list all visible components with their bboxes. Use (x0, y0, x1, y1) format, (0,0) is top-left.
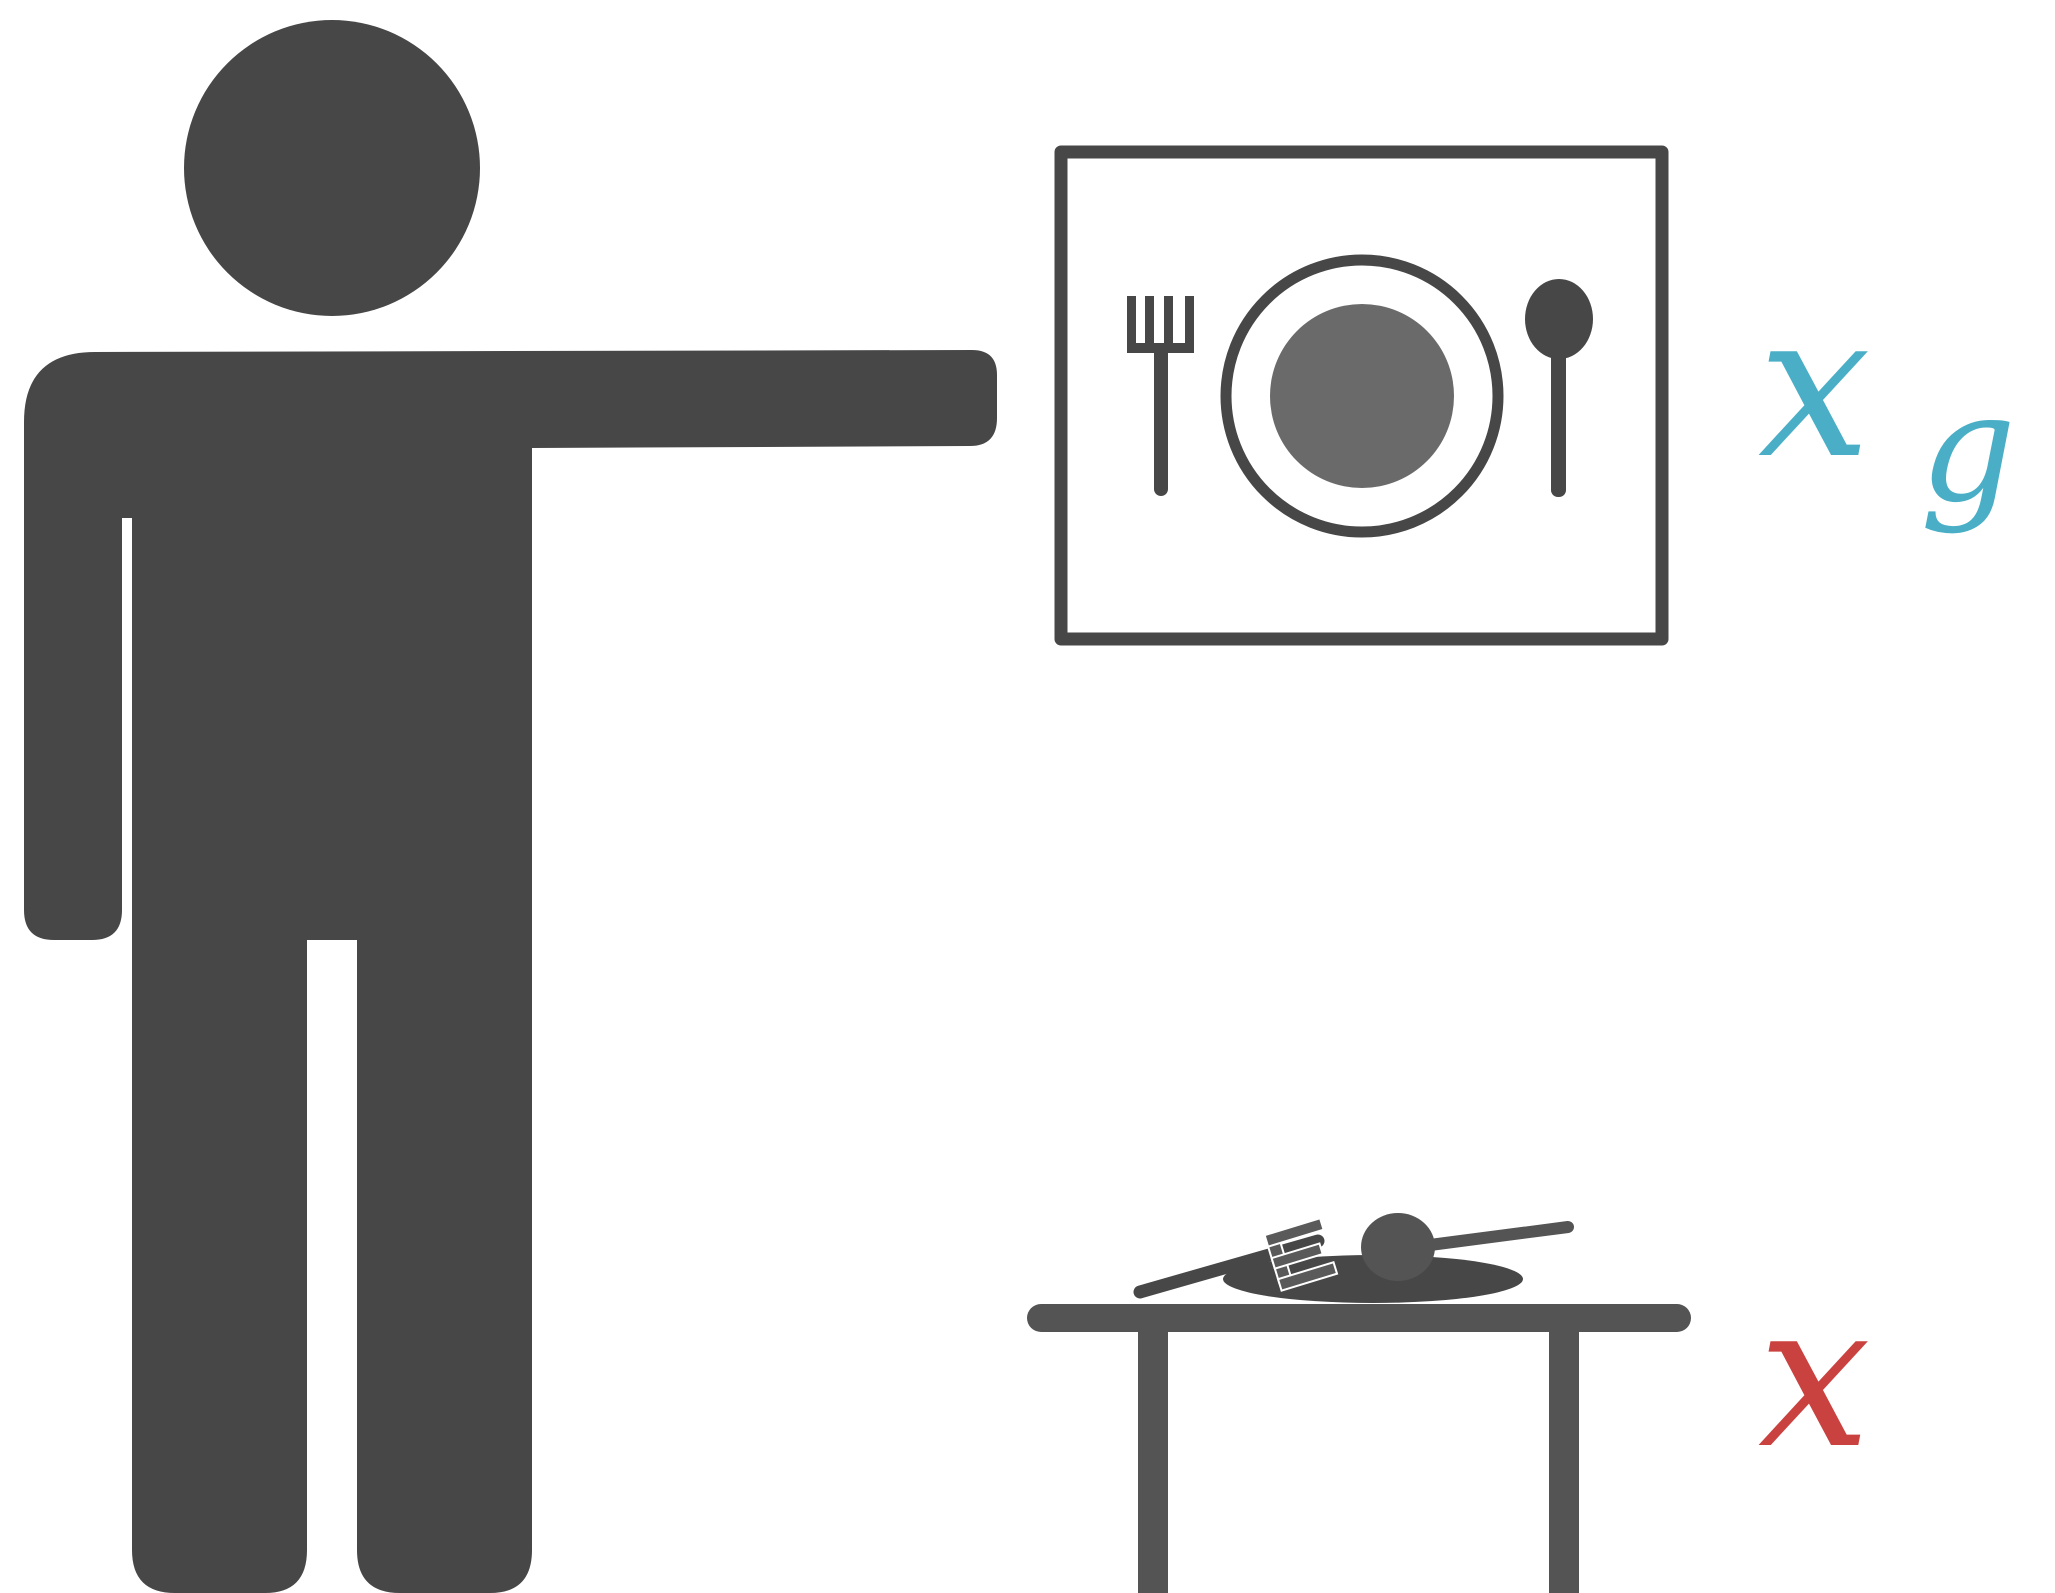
person-head (184, 20, 480, 316)
goal-state-label: x g (1758, 270, 2016, 536)
fallen-cutlery-icon (1140, 1213, 1568, 1303)
table-icon (1027, 1304, 1691, 1593)
plate-center (1270, 304, 1454, 488)
goal-state-symbol: x (1758, 270, 1871, 503)
current-state-symbol: x (1758, 1260, 1871, 1493)
table-top (1027, 1304, 1691, 1332)
place-setting-icon (1061, 152, 1662, 639)
fallen-spoon-bowl (1361, 1213, 1435, 1281)
person-pointing-icon (24, 20, 997, 1593)
table-leg-right (1549, 1320, 1579, 1593)
current-state-label: x (1758, 1260, 1871, 1493)
fallen-spoon-handle (1430, 1227, 1568, 1245)
goal-state-subscript: g (1920, 362, 2016, 536)
person-body (24, 350, 997, 1593)
table-leg-left (1138, 1320, 1168, 1593)
